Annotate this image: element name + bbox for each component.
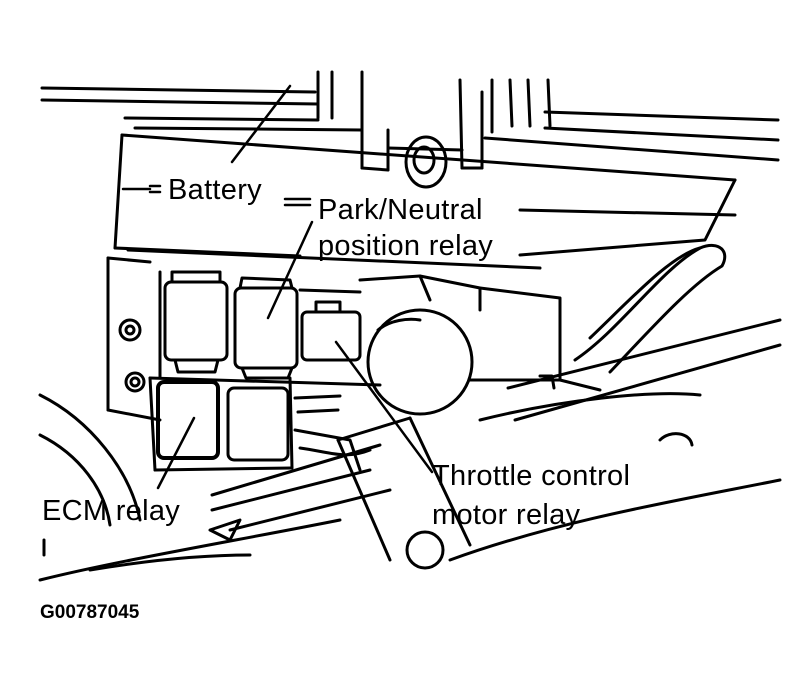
relay-top-left bbox=[163, 270, 229, 374]
throttle-relay-label: Throttle control motor relay bbox=[432, 462, 630, 530]
park-neutral-relay-label: Park/Neutral position relay bbox=[318, 196, 493, 261]
throttle-relay-label-line-1: Throttle control bbox=[432, 460, 631, 492]
figure-code: G00787045 bbox=[40, 602, 140, 623]
relay-throttle bbox=[300, 300, 362, 362]
throttle-tube bbox=[336, 416, 472, 570]
battery-label: Battery bbox=[168, 174, 262, 206]
battery-clamp bbox=[316, 70, 552, 189]
battery-tray bbox=[113, 133, 737, 270]
park-neutral-relay-label-line-1: Park/Neutral bbox=[318, 194, 483, 226]
throttle-relay-label-line-2: motor relay bbox=[432, 499, 581, 531]
leader-lines bbox=[121, 84, 434, 490]
ecm-relay-label: ECM relay bbox=[42, 495, 181, 527]
relay-block bbox=[106, 256, 562, 472]
hood-lines bbox=[40, 86, 780, 162]
relay-park-neutral bbox=[233, 276, 299, 380]
park-neutral-relay-label-line-2: position relay bbox=[318, 230, 494, 262]
reservoir-cap bbox=[366, 308, 474, 416]
hose bbox=[573, 243, 727, 374]
relay-ecm bbox=[156, 380, 290, 462]
wiring bbox=[293, 394, 372, 472]
engine-lower bbox=[38, 318, 782, 582]
